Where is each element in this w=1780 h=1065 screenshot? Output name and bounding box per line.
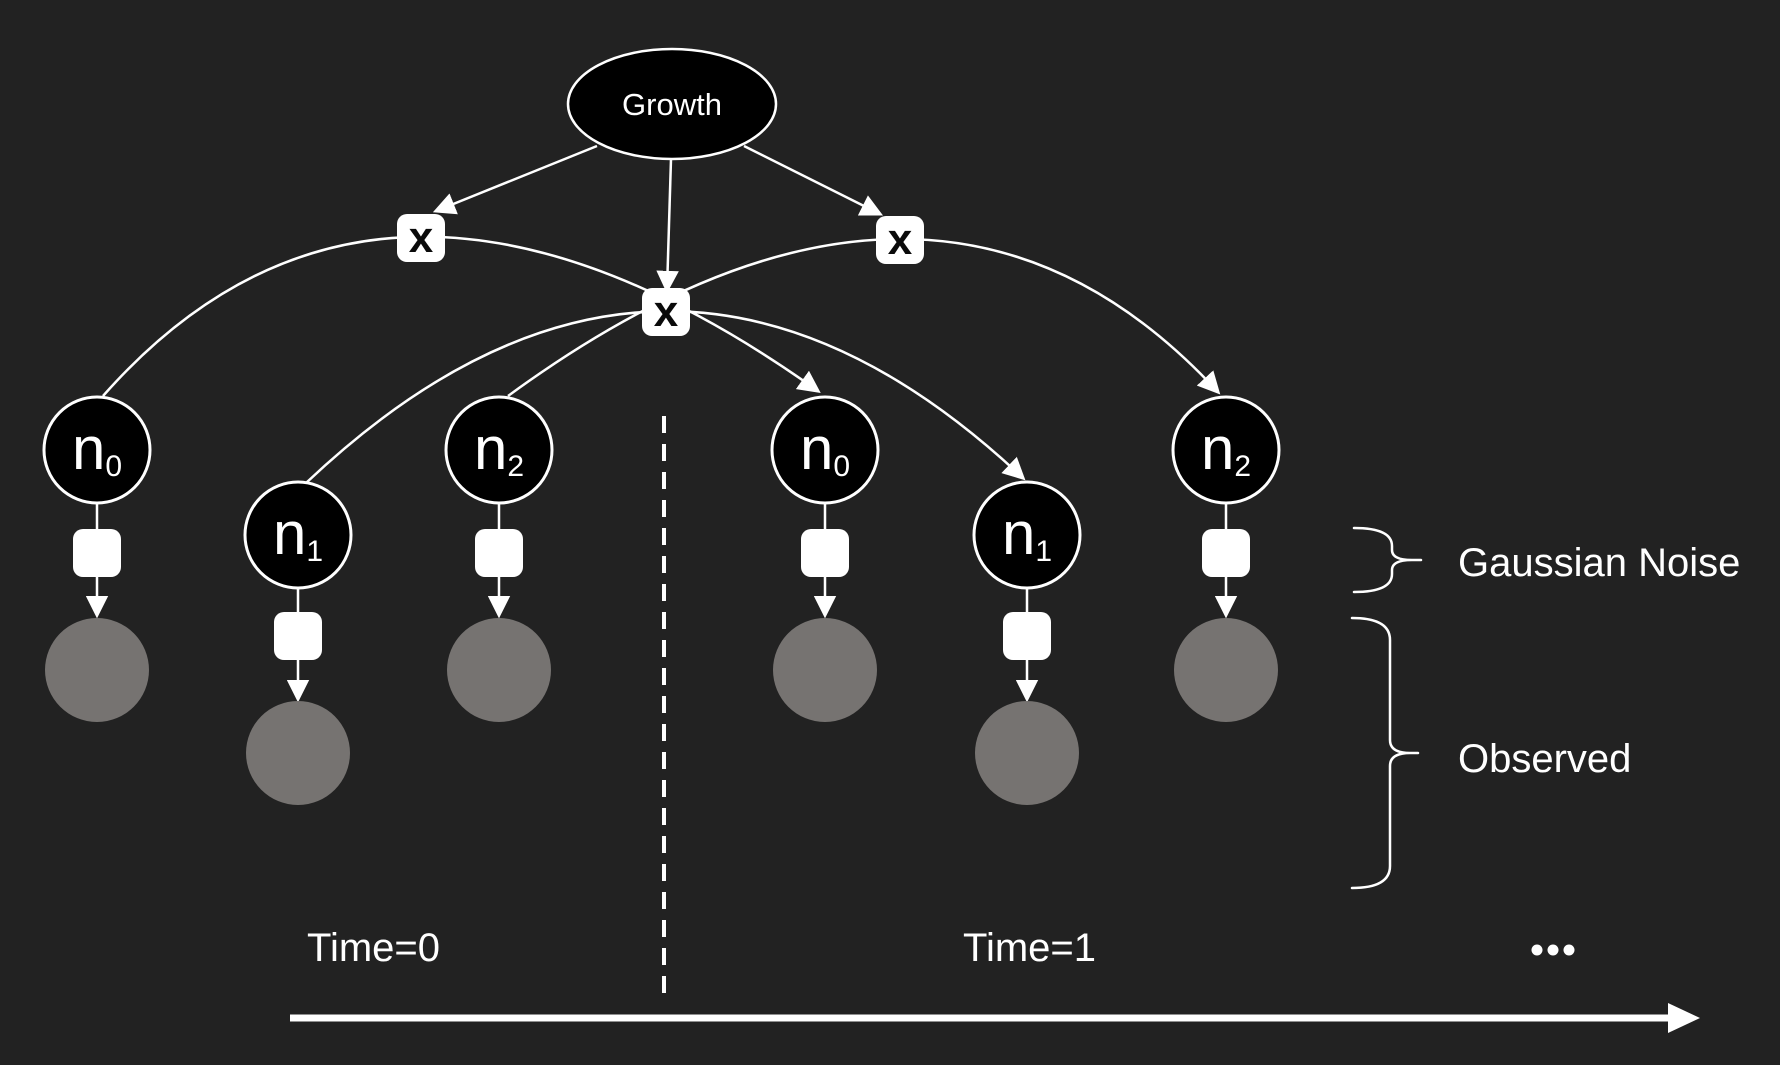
operator-label-right: x (888, 215, 913, 264)
edge-growth-to-op-middle (656, 158, 679, 294)
hidden-node-n1-t0 (243, 480, 353, 590)
hidden-node-n0-t1 (770, 395, 880, 505)
hidden-node-n1-t1 (972, 480, 1082, 590)
time1-label: Time=1 (963, 926, 1096, 970)
operator-node-right (876, 216, 924, 264)
ellipsis (1531, 944, 1575, 956)
node-label-n1-t0: n1 (273, 500, 323, 568)
noise-square-n2-t0 (475, 529, 523, 577)
observed-node-n1-t0 (246, 701, 350, 805)
operator-label-middle: x (654, 287, 679, 336)
edge-growth-to-op-right (743, 144, 884, 216)
observed-node-n2-t0 (447, 618, 551, 722)
noise-square-n2-t1 (1202, 529, 1250, 577)
hidden-node-n0-t0 (42, 395, 152, 505)
node-label-n2-t1: n2 (1201, 415, 1251, 483)
noise-square-n1-t1 (1003, 612, 1051, 660)
hidden-node-n2-t0 (444, 395, 554, 505)
observed-node-n2-t1 (1174, 618, 1278, 722)
observed-label: Observed (1458, 737, 1631, 781)
timeline-arrowhead-icon (1668, 1003, 1700, 1033)
observed-node-n0-t0 (45, 618, 149, 722)
operator-node-middle (642, 288, 690, 336)
edge-growth-to-op-left (432, 144, 598, 215)
gaussian-noise-brace (1352, 526, 1423, 594)
node-label-n0-t0: n0 (72, 415, 122, 483)
gaussian-noise-label: Gaussian Noise (1458, 541, 1740, 585)
growth-node (566, 47, 778, 161)
growth-label: Growth (622, 87, 722, 122)
operator-node-left (397, 214, 445, 262)
noise-square-n0-t1 (801, 529, 849, 577)
time0-label: Time=0 (307, 926, 440, 970)
observed-brace (1350, 616, 1420, 890)
node-label-n2-t0: n2 (474, 415, 524, 483)
noise-square-n1-t0 (274, 612, 322, 660)
observed-node-n1-t1 (975, 701, 1079, 805)
observed-node-n0-t1 (773, 618, 877, 722)
noise-square-n0-t0 (73, 529, 121, 577)
operator-label-left: x (409, 213, 434, 262)
hidden-node-n2-t1 (1171, 395, 1281, 505)
node-label-n1-t1: n1 (1002, 500, 1052, 568)
node-label-n0-t1: n0 (800, 415, 850, 483)
